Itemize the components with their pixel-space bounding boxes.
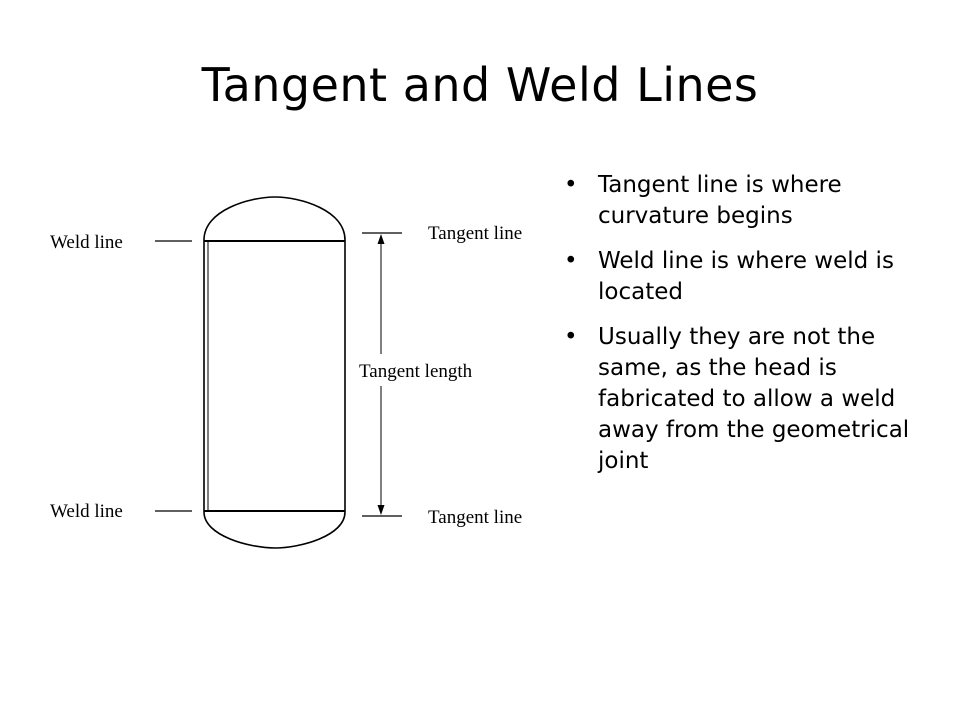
vessel-outline: [203, 196, 346, 549]
tangent-line-bottom-label: Tangent line: [428, 507, 522, 528]
arrowhead-down: [377, 505, 385, 515]
bullet-marker: •: [564, 172, 578, 198]
bullet-item: • Weld line is where weld is located: [560, 246, 930, 308]
bullet-marker: •: [564, 324, 578, 350]
bullet-marker: •: [564, 248, 578, 274]
weld-line-bottom-label: Weld line: [50, 501, 123, 522]
bullet-item: • Usually they are not the same, as the …: [560, 322, 930, 477]
tangent-length-label: Tangent length: [359, 361, 473, 382]
bullet-text: Weld line is where weld is located: [598, 248, 894, 305]
bullet-text: Tangent line is where curvature begins: [598, 172, 842, 229]
bullet-text: Usually they are not the same, as the he…: [598, 324, 910, 474]
tangent-line-top-label: Tangent line: [428, 223, 522, 244]
slide-title: Tangent and Weld Lines: [201, 58, 759, 112]
bullet-list: • Tangent line is where curvature begins…: [560, 170, 930, 491]
arrowhead-up: [377, 234, 385, 244]
bullet-item: • Tangent line is where curvature begins: [560, 170, 930, 232]
weld-line-top-label: Weld line: [50, 232, 123, 253]
